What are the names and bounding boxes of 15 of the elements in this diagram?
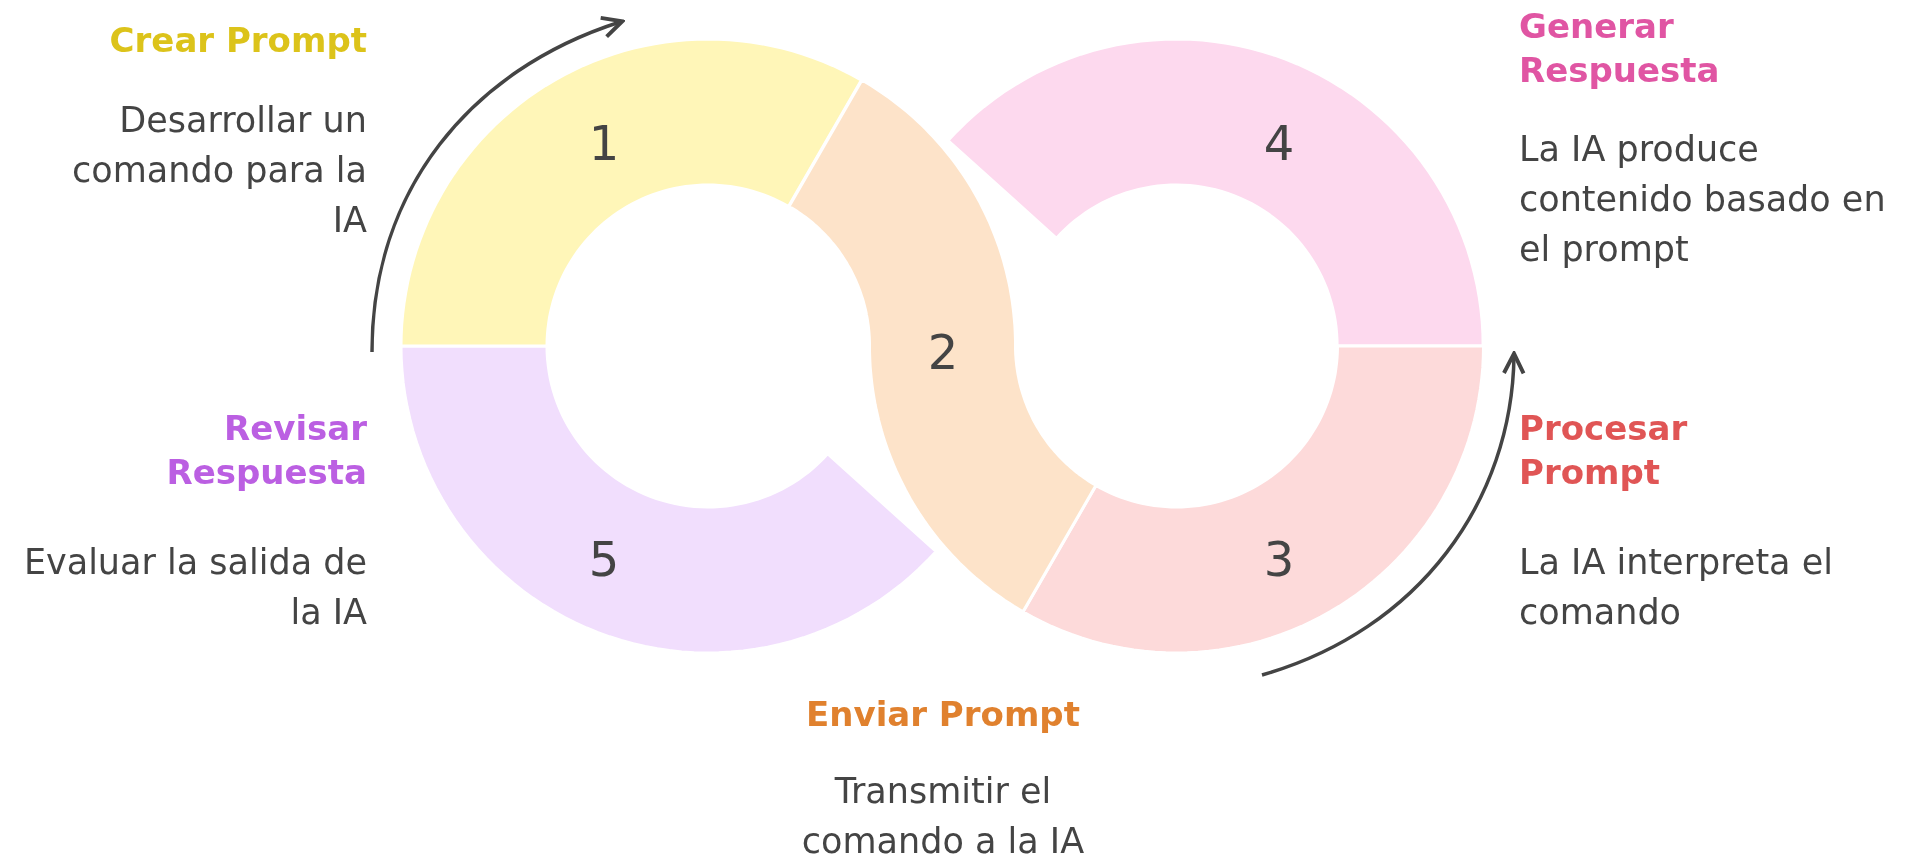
step-description: Evaluar la salida de la IA (22, 541, 367, 634)
step-title: Enviar Prompt (805, 693, 1081, 736)
step-description: Transmitir el comando a la IA (800, 770, 1086, 863)
step-description: La IA produce contenido basado en el prompt (1519, 128, 1887, 271)
step-title: Generar Respuesta (1519, 5, 1721, 92)
step-title: Procesar Prompt (1519, 407, 1689, 494)
step-title: Crear Prompt (108, 19, 367, 62)
step-description: Desarrollar un comando para la IA (71, 99, 367, 242)
step-number: 4 (1263, 115, 1295, 171)
step-title: Revisar Respuesta (165, 407, 367, 494)
step-number: 2 (927, 324, 959, 380)
step-description: La IA interpreta el comando (1519, 541, 1834, 634)
step-number: 1 (588, 115, 620, 171)
step-number: 3 (1263, 531, 1295, 587)
step-number: 5 (588, 531, 620, 587)
